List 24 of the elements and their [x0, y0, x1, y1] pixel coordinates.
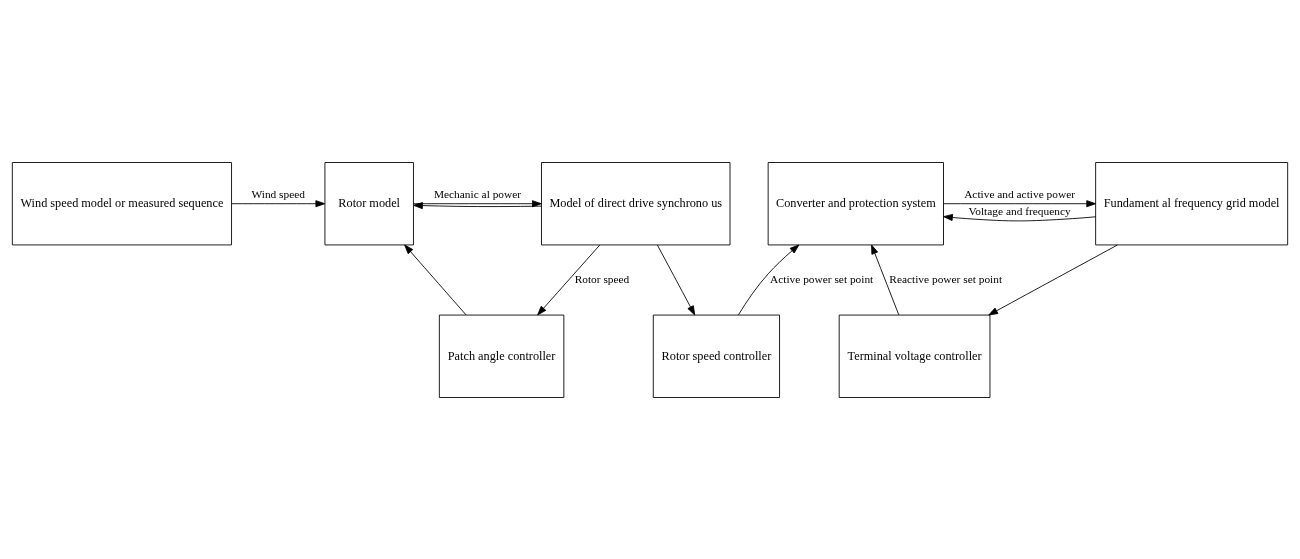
arrow [988, 244, 1118, 315]
arrow [737, 244, 800, 315]
node-box: Patch angle controller [438, 314, 565, 398]
arrow [871, 244, 900, 315]
edge-label: Active power set point [769, 272, 874, 285]
edge-label: Wind speed [251, 187, 306, 200]
node-box: Rotor speed controller [652, 314, 780, 398]
edge-label: Voltage and frequency [968, 204, 1071, 217]
node-box: Fundament al frequency grid model [1095, 161, 1289, 245]
node-box: Rotor model [324, 161, 414, 245]
edge-label: Reactive power set point [889, 272, 1003, 285]
arrow [943, 199, 1096, 207]
node-box: Terminal voltage controller [838, 314, 991, 398]
edge-label: Rotor speed [574, 272, 630, 285]
edge-label: Active and active power [964, 187, 1076, 200]
arrow [231, 199, 326, 207]
node-box: Converter and protection system [767, 161, 944, 245]
arrow [656, 244, 696, 315]
arrow [537, 244, 601, 315]
node-box: Wind speed model or measured sequence [11, 161, 232, 245]
arrow [943, 213, 1097, 221]
arrow [404, 244, 467, 315]
edge-label: Mechanic al power [433, 187, 522, 200]
node-box: Model of direct drive synchrono us [541, 161, 731, 245]
